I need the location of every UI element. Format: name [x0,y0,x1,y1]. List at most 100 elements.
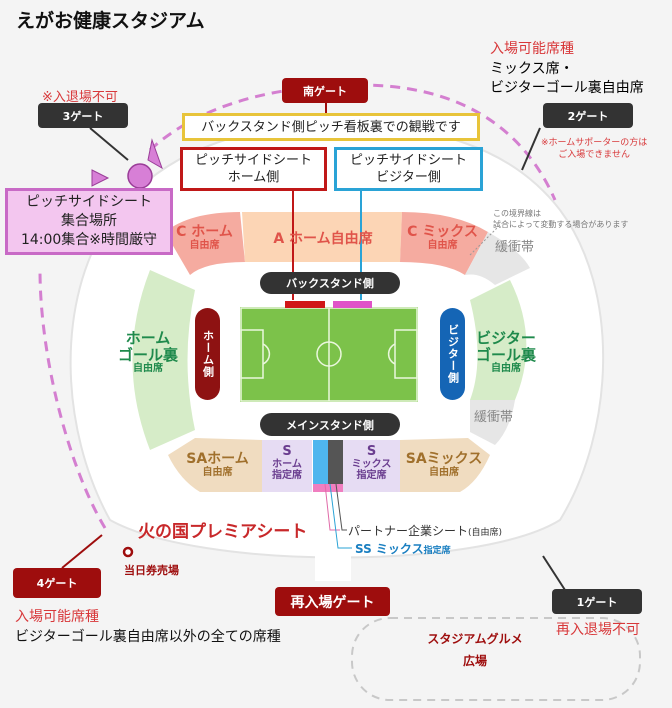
section-sa-mix-label: SAミックス自由席 [398,451,490,479]
s-home-name: S [282,444,292,459]
gate-3: 3ゲート [38,103,128,128]
gate2-seat-2: ビジターゴール裏自由席 [490,80,644,96]
pitchside-home-callout: ピッチサイドシートホーム側 [180,147,327,191]
section-sa-home-label: SAホーム自由席 [175,451,260,479]
section-c-home-label: C ホーム自由席 [172,224,237,252]
section-premier [313,484,343,492]
gate4-heading: 入場可能席種 [15,609,99,625]
arrow-triangle-icon [147,138,163,170]
section-sa-mix [400,438,490,492]
pitchside-visitor-line1: ピッチサイドシート [349,153,467,168]
s-home-line2: ホーム [272,459,302,471]
gate2-heading: 入場可能席種 [490,41,574,57]
sa-home-sub: 自由席 [202,467,233,479]
c-mix-name: C ミックス [407,224,478,240]
ticket-booth-label: 当日券売場 [124,564,179,577]
boundary-note-line2: 試合によって変動する場合があります [493,220,629,229]
section-s-mix [343,440,400,492]
ticket-booth-icon [122,546,134,558]
sa-mix-name: SAミックス [405,451,483,467]
south-gate: 南ゲート [282,78,368,103]
gate1-note: 再入退場不可 [556,622,640,638]
partner-seat-sub: (自由席) [468,528,503,538]
partner-seat-label: パートナー企業シート(自由席) [348,522,502,539]
pitch-signboard-callout: バックスタンド側ピッチ看板裏での観戦です [182,113,480,141]
back-stand-pill: バックスタンド側 [260,272,400,294]
s-mix-line2: ミックス [351,459,392,471]
main-stand-pill: メインスタンド側 [260,413,400,436]
visitor-goal-line1: ビジター [476,329,536,347]
sa-home-name: SAホーム [186,451,249,467]
gate2-warning: ※ホームサポーターの方はご入場できません [541,137,647,161]
meeting-line3: 14:00集合※時間厳守 [20,232,158,248]
gate-4: 4ゲート [13,568,101,598]
gourmet-line2: 広場 [462,654,487,668]
pitchside-home-line1: ピッチサイドシート [194,153,312,168]
partner-seat-name: パートナー企業シート [348,524,469,538]
gate3-note: ※入退場不可 [42,90,118,105]
sa-mix-sub: 自由席 [429,467,459,479]
section-buffer-right [470,400,515,445]
section-sa-home [168,438,262,492]
gate2-warning-line1: ※ホームサポーターの方は [541,138,648,148]
reentry-gate: 再入場ゲート [275,587,390,616]
s-home-line3: 指定席 [272,470,302,482]
gate4-seats: ビジターゴール裏自由席以外の全ての席種 [15,629,281,645]
gate2-warning-line2: ご入場できません [558,150,630,160]
pitchside-home-line2: ホーム側 [227,170,280,185]
gourmet-area-label: スタジアムグルメ広場 [420,628,530,672]
section-home-goal [132,270,195,450]
pitchside-visitor-callout: ピッチサイドシートビジター側 [334,147,483,191]
home-goal-line1: ホーム [125,329,171,347]
s-mix-line3: 指定席 [356,470,387,482]
visitor-goal-label: ビジターゴール裏自由席 [465,330,547,374]
section-partner [328,440,343,484]
section-ss-mix [313,440,328,484]
c-home-name: C ホーム [176,224,233,240]
page-title: えがお健康スタジアム [16,10,205,32]
c-mix-sub: 自由席 [427,240,458,252]
visitor-goal-sub: 自由席 [491,363,521,374]
section-visitor-goal [470,280,527,400]
home-side-pill: ホーム側 [195,308,220,400]
pitchside-visitor-line2: ビジター側 [376,170,441,185]
gate-1: 1ゲート [552,589,642,614]
meeting-line1: ピッチサイドシート [26,194,152,210]
ss-mix-name: SS ミックス [355,542,424,556]
section-c-home [165,212,245,275]
gourmet-area [351,617,641,701]
section-c-mix-label: C ミックス自由席 [400,224,485,252]
pitch-lines [240,307,418,402]
ss-mix-sub: 指定席 [423,546,451,556]
home-goal-label: ホームゴール裏自由席 [108,330,188,374]
home-goal-line2: ゴール裏 [117,345,178,364]
boundary-note-line1: この境界線は [493,209,541,218]
gate-2: 2ゲート [543,103,633,128]
visitor-side-pill: ビジター側 [440,308,465,400]
pitchside-home-marker [285,301,325,308]
home-goal-sub: 自由席 [133,363,163,374]
gate2-seat-1: ミックス席・ [490,61,574,77]
gourmet-line1: スタジアムグルメ [427,632,523,646]
section-s-home [262,440,312,492]
boundary-note: この境界線は試合によって変動する場合があります [493,208,628,230]
meeting-point-callout: ピッチサイドシート集合場所 14:00集合※時間厳守 [5,188,173,255]
s-mix-name: S [366,444,377,459]
c-home-sub: 自由席 [189,240,220,252]
premier-seat-label: 火の国プレミアシート [138,522,308,542]
ss-mix-label: SS ミックス指定席 [355,540,451,557]
section-c-mix [400,212,488,275]
arrow-triangle-icon [91,169,110,187]
pitch-signboard-text: バックスタンド側ピッチ看板裏での観戦です [201,119,461,135]
section-buffer-top [465,232,530,285]
buffer-right-label: 緩衝帯 [474,410,514,425]
visitor-goal-line2: ゴール裏 [475,345,536,364]
meeting-point-circle [127,163,153,189]
buffer-top-label: 緩衝帯 [495,240,535,255]
meeting-line2: 集合場所 [61,213,117,229]
section-a-home-label: A ホーム自由席 [273,231,373,247]
stadium-notch [315,555,351,581]
